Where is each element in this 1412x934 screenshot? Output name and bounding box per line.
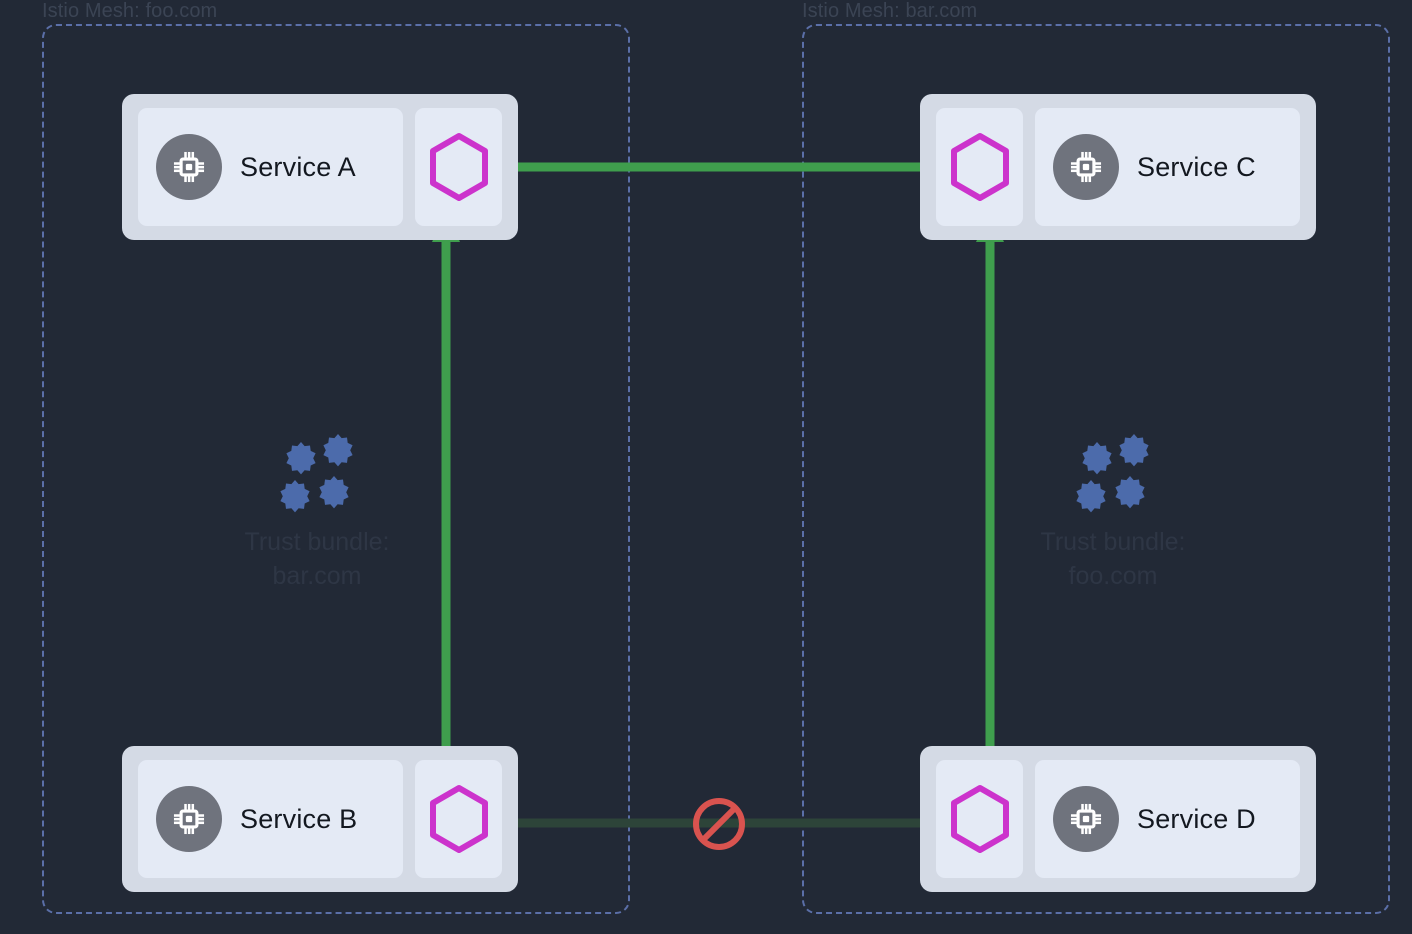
hexagon-proxy-icon bbox=[949, 132, 1011, 202]
service-pod-b[interactable]: Service B bbox=[122, 746, 518, 892]
mesh-label-foo: Istio Mesh: foo.com bbox=[42, 0, 218, 22]
service-panel-c: Service C bbox=[1035, 108, 1300, 226]
mesh-boundary-bar bbox=[802, 24, 1390, 914]
trust-bundle-value: foo.com bbox=[1068, 561, 1158, 590]
certificate-cluster-icon bbox=[993, 432, 1233, 520]
trust-bundle-title: Trust bundle: bbox=[1040, 528, 1186, 556]
proxy-panel-d bbox=[936, 760, 1023, 878]
trust-bundle-right: Trust bundle: foo.com bbox=[993, 432, 1233, 594]
trust-bundle-value: bar.com bbox=[272, 561, 362, 590]
service-panel-a: Service A bbox=[138, 108, 403, 226]
trust-bundle-left: Trust bundle: bar.com bbox=[197, 432, 437, 594]
service-label-c: Service C bbox=[1137, 151, 1256, 182]
service-pod-c[interactable]: Service C bbox=[920, 94, 1316, 240]
service-label-b: Service B bbox=[240, 803, 358, 834]
proxy-panel-a bbox=[415, 108, 502, 226]
hexagon-proxy-icon bbox=[428, 784, 490, 854]
certificate-cluster-icon bbox=[197, 432, 437, 520]
service-panel-d: Service D bbox=[1035, 760, 1300, 878]
cpu-chip-icon bbox=[156, 786, 222, 852]
hexagon-proxy-icon bbox=[949, 784, 1011, 854]
hexagon-proxy-icon bbox=[428, 132, 490, 202]
service-panel-b: Service B bbox=[138, 760, 403, 878]
blocked-icon bbox=[690, 795, 748, 853]
mesh-label-bar: Istio Mesh: bar.com bbox=[802, 0, 978, 22]
mesh-boundary-foo bbox=[42, 24, 630, 914]
trust-bundle-title: Trust bundle: bbox=[244, 528, 390, 556]
connection-c-to-a bbox=[470, 140, 950, 194]
cpu-chip-icon bbox=[156, 134, 222, 200]
service-pod-d[interactable]: Service D bbox=[920, 746, 1316, 892]
proxy-panel-b bbox=[415, 760, 502, 878]
service-label-a: Service A bbox=[240, 151, 356, 182]
cpu-chip-icon bbox=[1053, 134, 1119, 200]
proxy-panel-c bbox=[936, 108, 1023, 226]
service-pod-a[interactable]: Service A bbox=[122, 94, 518, 240]
service-label-d: Service D bbox=[1137, 803, 1256, 834]
cpu-chip-icon bbox=[1053, 786, 1119, 852]
